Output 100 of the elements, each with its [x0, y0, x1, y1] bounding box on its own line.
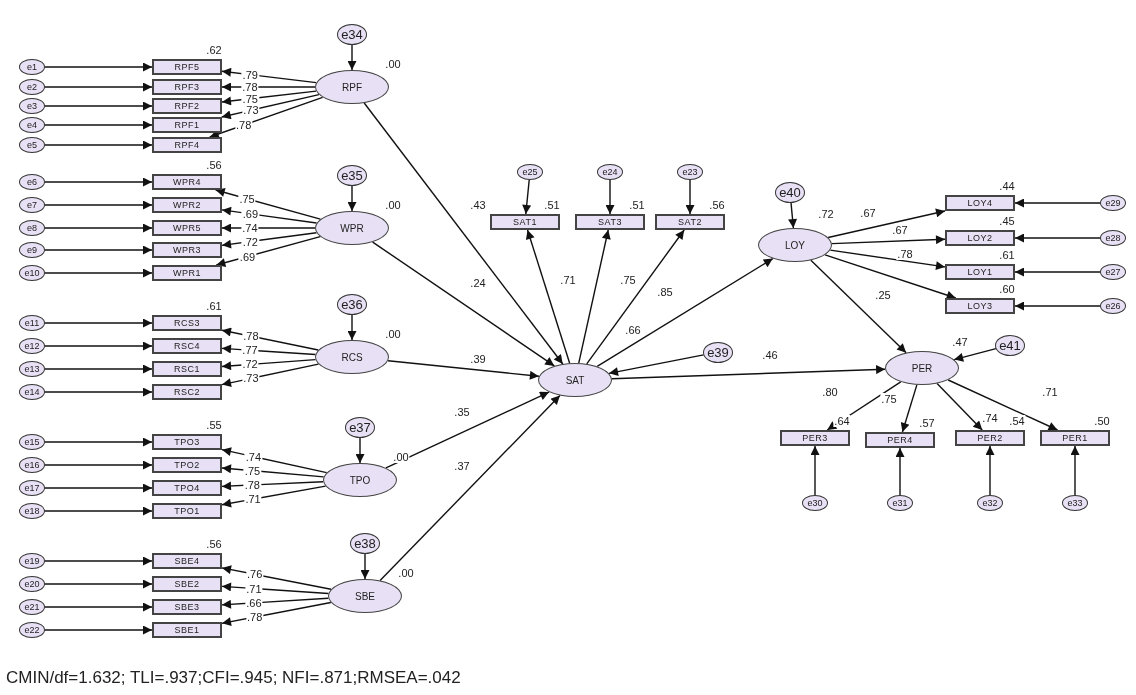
arrow: [221, 481, 324, 491]
path-coefficient: .67: [891, 224, 909, 236]
arrow: [363, 102, 564, 365]
observed-variable-box: TPO3: [152, 434, 222, 450]
arrow: [44, 245, 153, 255]
arrow: [221, 485, 327, 508]
observed-variable-box: LOY4: [945, 195, 1015, 211]
error-term-circle: e35: [337, 164, 367, 186]
observed-variable-box: SBE3: [152, 599, 222, 615]
arrow: [611, 365, 886, 380]
arrow: [221, 90, 317, 106]
observed-variable-box: RPF5: [152, 59, 222, 75]
path-coefficient: .71: [244, 493, 262, 506]
arrow: [605, 179, 615, 215]
observed-variable-box: SAT2: [655, 214, 725, 230]
path-coefficient: .75: [880, 393, 898, 405]
observed-variable-box: TPO1: [152, 503, 222, 519]
coefficient-label: .56: [708, 199, 726, 211]
error-term-circle: e23: [677, 164, 703, 180]
error-term-circle: e34: [337, 23, 367, 45]
observed-variable-box: WPR3: [152, 242, 222, 258]
path-coefficient: .74: [981, 412, 999, 424]
error-term-circle: e10: [19, 265, 45, 281]
coefficient-label: .60: [998, 283, 1016, 295]
path-coefficient: .75: [619, 274, 637, 286]
observed-variable-box: WPR4: [152, 174, 222, 190]
error-term-circle: e8: [19, 220, 45, 236]
arrow: [221, 82, 316, 92]
path-coefficient: .78: [234, 119, 253, 132]
arrow: [44, 268, 153, 278]
observed-variable-box: PER3: [780, 430, 850, 446]
error-term-circle: e36: [337, 293, 367, 315]
observed-variable-box: WPR5: [152, 220, 222, 236]
observed-variable-box: RSC2: [152, 384, 222, 400]
coefficient-label: .66: [624, 324, 642, 336]
observed-variable-box: SBE4: [152, 553, 222, 569]
path-coefficient: .71: [1041, 386, 1059, 398]
observed-variable-box: WPR1: [152, 265, 222, 281]
error-term-circle: e38: [350, 532, 380, 554]
path-coefficient: .25: [874, 289, 892, 301]
arrow: [596, 257, 774, 368]
latent-variable-ellipse: WPR: [315, 211, 389, 245]
arrow: [44, 483, 153, 493]
arrow: [355, 436, 365, 464]
observed-variable-box: RPF1: [152, 117, 222, 133]
observed-variable-box: RCS3: [152, 315, 222, 331]
arrow: [608, 354, 705, 376]
arrow: [221, 327, 319, 351]
path-coefficient: .79: [241, 68, 259, 81]
error-term-circle: e4: [19, 117, 45, 133]
arrow: [221, 565, 332, 590]
path-coefficient: .73: [242, 104, 260, 117]
latent-variable-ellipse: RPF: [315, 70, 389, 104]
observed-variable-box: TPO4: [152, 480, 222, 496]
coefficient-label: .54: [1008, 415, 1026, 427]
observed-variable-box: PER4: [865, 432, 935, 448]
arrow: [44, 602, 153, 612]
path-coefficient: .76: [246, 568, 264, 581]
arrow: [900, 384, 918, 433]
arrow: [44, 223, 153, 233]
error-term-circle: e20: [19, 576, 45, 592]
arrow: [221, 447, 328, 474]
arrow: [44, 82, 153, 92]
path-coefficient: .37: [453, 460, 471, 472]
observed-variable-box: PER1: [1040, 430, 1110, 446]
observed-variable-box: SBE2: [152, 576, 222, 592]
latent-variable-ellipse: LOY: [758, 228, 832, 262]
arrow: [1014, 233, 1101, 243]
arrow: [44, 120, 153, 130]
arrow: [44, 200, 153, 210]
arrow: [347, 184, 357, 212]
path-coefficient: .67: [859, 207, 877, 219]
arrow: [360, 552, 370, 580]
latent-variable-ellipse: SAT: [538, 363, 612, 397]
arrow: [44, 341, 153, 351]
fit-indices-caption: CMIN/df=1.632; TLI=.937;CFI=.945; NFI=.871;RMSEA=.042: [6, 668, 461, 688]
path-coefficient: .69: [241, 207, 259, 220]
path-coefficient: .72: [241, 358, 259, 371]
path-coefficient: .78: [243, 478, 261, 491]
error-term-circle: e41: [995, 334, 1025, 356]
error-term-circle: e28: [1100, 230, 1126, 246]
error-term-circle: e2: [19, 79, 45, 95]
arrow: [525, 229, 571, 364]
coefficient-label: .44: [998, 180, 1016, 192]
arrow: [824, 254, 957, 300]
error-term-circle: e12: [19, 338, 45, 354]
error-term-circle: e16: [19, 457, 45, 473]
observed-variable-box: SAT1: [490, 214, 560, 230]
arrow: [44, 506, 153, 516]
coefficient-label: .55: [205, 419, 223, 431]
arrow: [1014, 198, 1101, 208]
arrow: [44, 579, 153, 589]
coefficient-label: .57: [918, 417, 936, 429]
error-term-circle: e14: [19, 384, 45, 400]
path-coefficient: .77: [241, 344, 259, 357]
arrow: [788, 201, 798, 229]
path-coefficient: .75: [243, 464, 262, 477]
arrow: [826, 381, 902, 431]
coefficient-label: .00: [384, 199, 402, 211]
arrow: [953, 347, 997, 362]
